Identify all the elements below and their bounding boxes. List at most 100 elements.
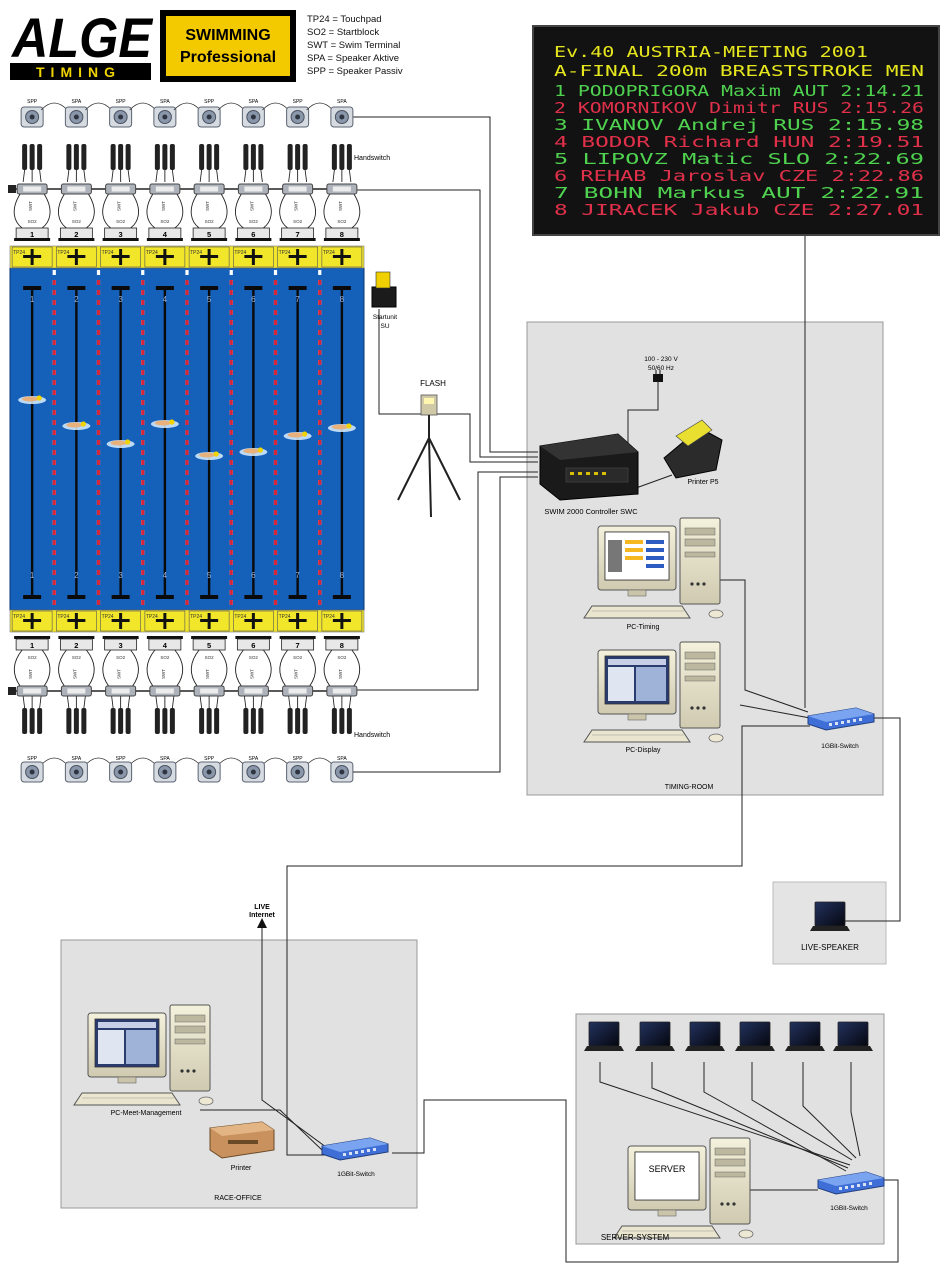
startblock-number: 5 xyxy=(207,230,211,239)
speaker-label: SPA xyxy=(160,99,170,105)
legend-line: SWT = Swim Terminal xyxy=(307,40,400,51)
so2-label: SO2 xyxy=(160,219,170,224)
startblock: 8 xyxy=(323,636,360,651)
lane-t-bottom xyxy=(111,595,130,599)
startblock: 3 xyxy=(102,636,139,651)
speaker-icon xyxy=(109,761,133,783)
power-label: 100 - 230 V xyxy=(644,356,678,363)
so2-label: SO2 xyxy=(116,655,126,660)
office-printer: Printer xyxy=(209,1121,275,1172)
live-speaker-label: LIVE-SPEAKER xyxy=(801,943,859,952)
switch-race-label: 1GBit-Switch xyxy=(337,1171,375,1178)
pc-display: PC-Display xyxy=(583,641,724,754)
speaker-label: SPP xyxy=(204,756,215,762)
printer-p5: Printer P5 xyxy=(663,419,723,486)
swim-terminal xyxy=(282,685,314,697)
touchpad-top: TP24 xyxy=(321,246,363,268)
speaker-icon xyxy=(153,761,177,783)
lane-t-bottom xyxy=(288,595,307,599)
swimming-badge: SWIMMING Professional xyxy=(160,10,296,82)
speaker-icon xyxy=(64,761,88,783)
flash-label: FLASH xyxy=(420,379,446,388)
tp-label: TP24 xyxy=(13,614,25,620)
swim-terminal xyxy=(237,685,269,697)
speaker-cable xyxy=(173,757,201,766)
swt-label: SWT xyxy=(294,669,299,679)
speaker-label: SPA xyxy=(337,756,347,762)
startblock-number: 7 xyxy=(296,230,300,239)
tp-label: TP24 xyxy=(102,614,114,620)
startblock: 5 xyxy=(191,227,228,241)
speaker-icon xyxy=(286,106,310,128)
startblock-number: 7 xyxy=(296,641,300,650)
server-pc: SERVER xyxy=(613,1137,754,1239)
swt-label: SWT xyxy=(117,201,122,211)
handswitch-label-top: Handswitch xyxy=(354,155,390,162)
startblock: 5 xyxy=(191,636,228,651)
swt-label: SWT xyxy=(249,201,254,211)
so2-label: SO2 xyxy=(249,655,259,660)
swim-terminal xyxy=(60,685,92,697)
touchpad-row-top xyxy=(9,245,365,269)
lane-t-top xyxy=(200,286,219,290)
swt-label: SWT xyxy=(117,669,122,679)
lane-t-bottom xyxy=(332,595,351,599)
printer-p5-label: Printer P5 xyxy=(687,479,718,486)
legend-line: TP24 = Touchpad xyxy=(307,14,382,25)
live-speaker-laptop: LIVE-SPEAKER xyxy=(801,901,859,952)
lane-t-top xyxy=(155,286,174,290)
speaker-cable xyxy=(129,757,157,766)
speaker-label: SPA xyxy=(249,99,259,105)
lane-t-top xyxy=(332,286,351,290)
speaker-cable xyxy=(40,102,68,111)
speaker-icon xyxy=(20,761,44,783)
swt-label: SWT xyxy=(205,201,210,211)
printer-label: Printer xyxy=(231,1165,252,1172)
tp-label: TP24 xyxy=(323,614,335,620)
speaker-label: SPP xyxy=(27,756,38,762)
so2-label: SO2 xyxy=(205,219,215,224)
tp-label: TP24 xyxy=(234,250,246,256)
lane-number-top: 2 xyxy=(74,295,79,304)
speaker-label: SPA xyxy=(249,756,259,762)
handswitch-icon xyxy=(199,708,220,734)
touchpad-top: TP24 xyxy=(100,246,141,268)
lane-number-bottom: 3 xyxy=(118,571,123,580)
lane-number-top: 5 xyxy=(207,295,212,304)
touchpad-bottom: TP24 xyxy=(188,610,230,632)
race-office-label: RACE-OFFICE xyxy=(214,1195,262,1202)
tp-label: TP24 xyxy=(279,614,291,620)
speaker-label: SPP xyxy=(293,756,304,762)
abbreviation-legend: TP24 = Touchpad SO2 = Startblock SWT = S… xyxy=(307,14,403,77)
live-internet-arrow xyxy=(257,918,267,928)
speaker-cable xyxy=(217,102,245,111)
startunit-sub-label: SU xyxy=(380,323,389,330)
startunit-label: Startunit xyxy=(373,314,397,321)
tp-label: TP24 xyxy=(57,614,69,620)
startblock-number: 8 xyxy=(340,230,344,239)
swt-label: SWT xyxy=(338,201,343,211)
swt-label: SWT xyxy=(72,201,77,211)
handswitch-icon xyxy=(287,708,308,734)
scoreboard-line1: Ev.40 AUSTRIA-MEETING 2001 xyxy=(554,43,868,61)
touchpad-top: TP24 xyxy=(188,246,230,268)
startblock-number: 8 xyxy=(340,641,344,650)
speaker-icon xyxy=(330,761,354,783)
speaker-icon xyxy=(241,106,265,128)
startblock: 2 xyxy=(58,227,95,241)
bus-connector xyxy=(8,687,16,695)
swim2000-controller: SWIM 2000 Controller SWC xyxy=(539,433,639,516)
speaker-label: SPA xyxy=(337,99,347,105)
handswitch-icon xyxy=(66,708,87,734)
handswitch-icon xyxy=(110,708,131,734)
badge-line2: Professional xyxy=(180,49,276,66)
so2-label: SO2 xyxy=(28,655,38,660)
speaker-icon xyxy=(197,761,221,783)
touchpad-bottom: TP24 xyxy=(321,610,363,632)
lane-t-bottom xyxy=(23,595,42,599)
scoreboard-row: 7 BOHN Markus AUT 2:22.91 xyxy=(554,184,924,202)
swim-terminal xyxy=(60,183,92,195)
legend-line: SO2 = Startblock xyxy=(307,27,379,38)
legend-line: SPA = Speaker Aktive xyxy=(307,53,399,64)
pool-water xyxy=(9,267,365,611)
